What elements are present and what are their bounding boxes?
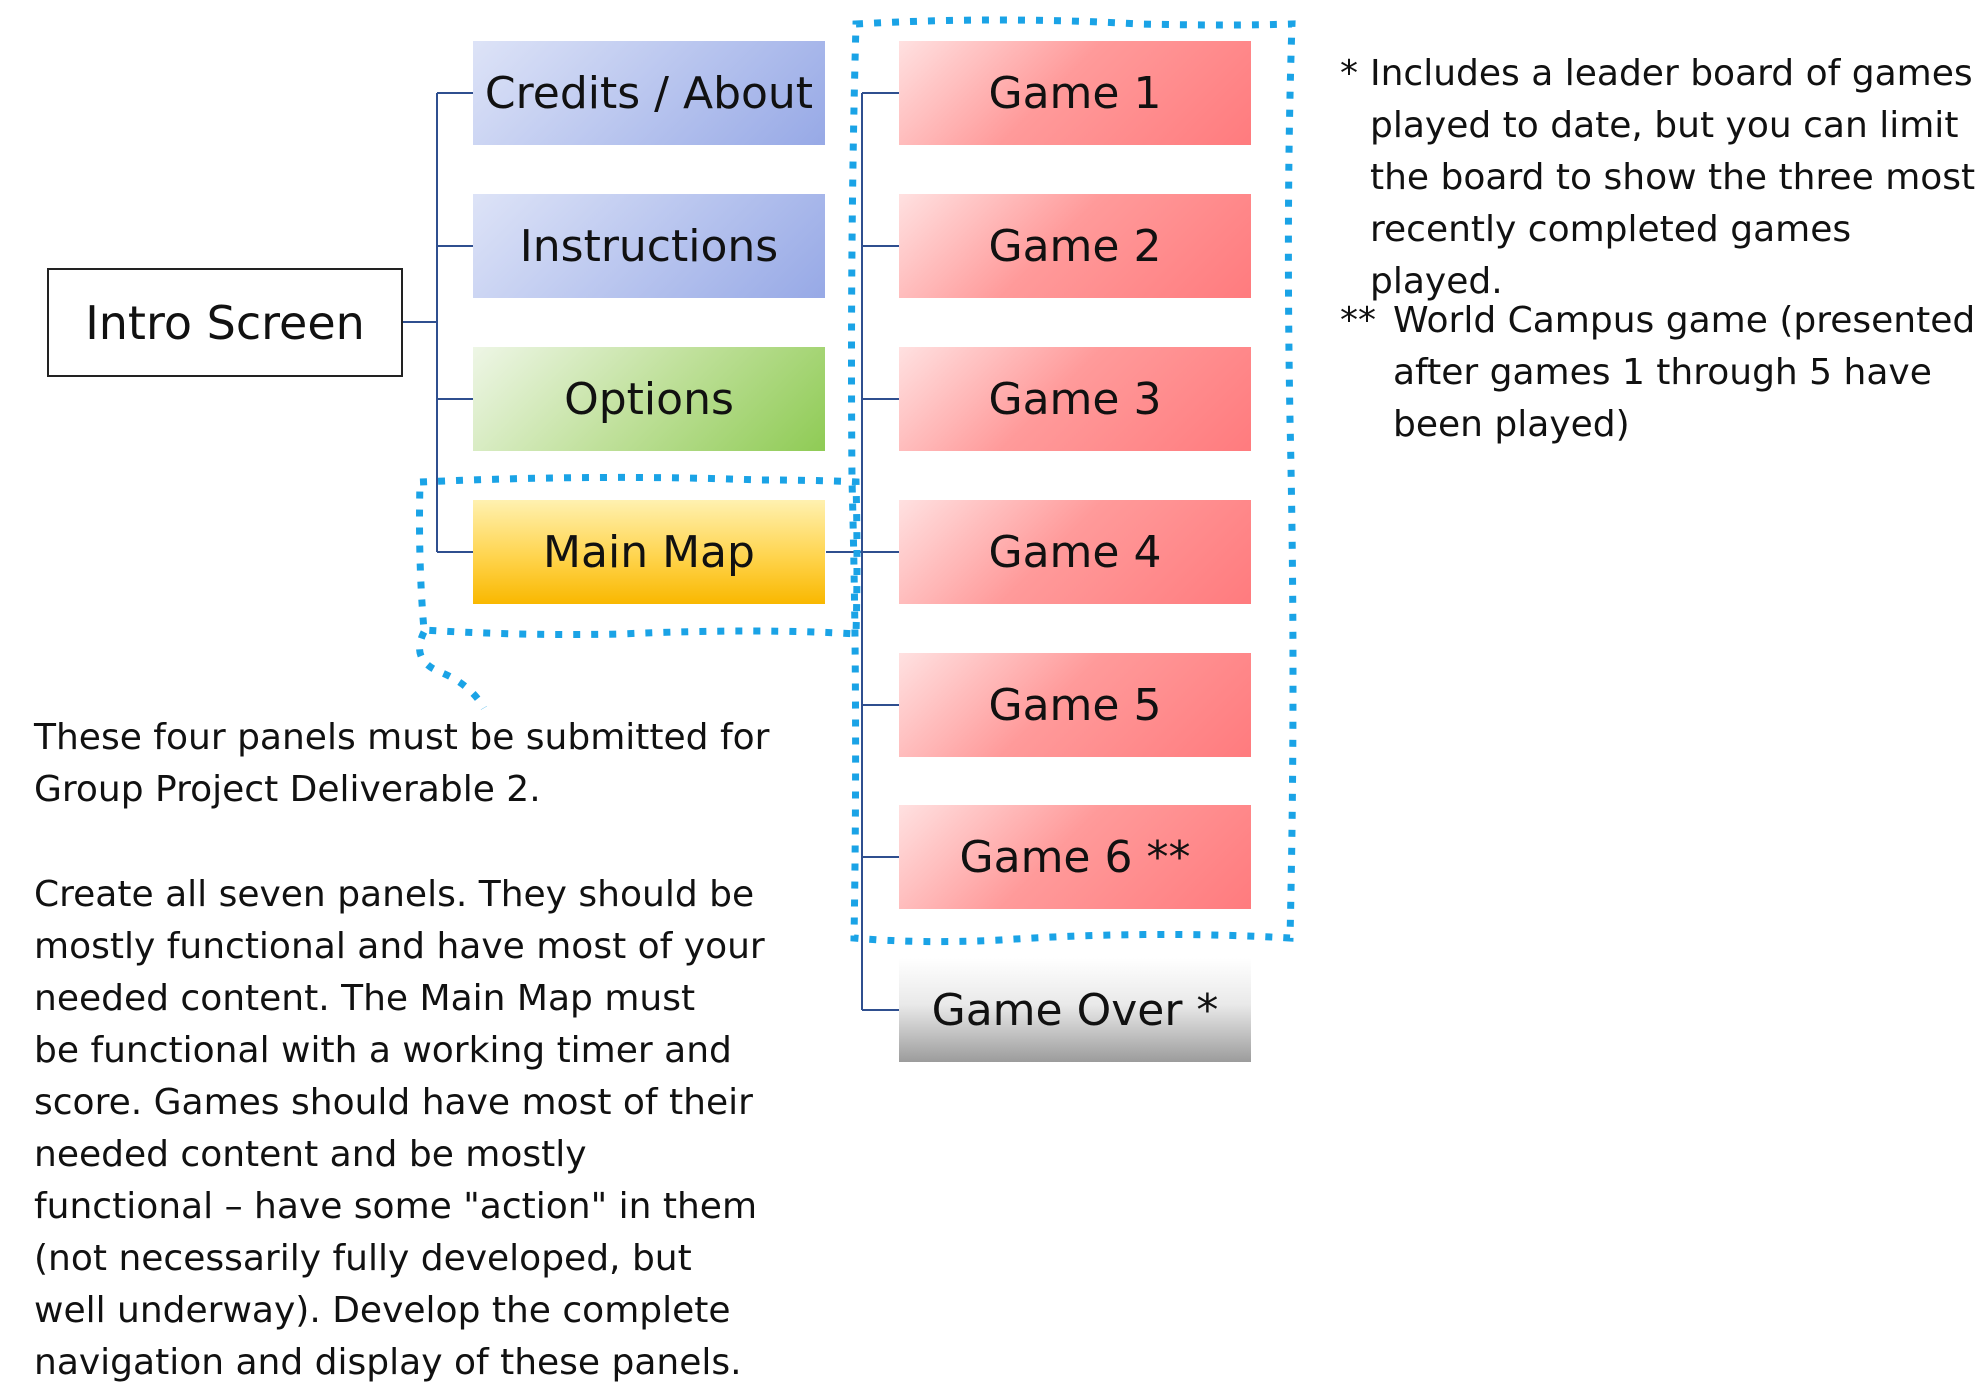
footnote-2-marker: **: [1340, 300, 1376, 341]
game-2-box: Game 2: [899, 194, 1251, 298]
deliverable-note: These four panels must be submitted for …: [34, 712, 769, 816]
footnote-1-line: recently completed games played.: [1370, 209, 1852, 302]
create-note-line: well underway). Develop the complete: [34, 1290, 731, 1331]
game-5-label: Game 5: [988, 679, 1162, 731]
game-2-label: Game 2: [988, 220, 1162, 272]
game-6-box: Game 6 **: [899, 805, 1251, 909]
create-note-line: needed content and be mostly: [34, 1134, 587, 1175]
game-5-box: Game 5: [899, 653, 1251, 757]
create-panels-note: Create all seven panels. They should be …: [34, 869, 765, 1389]
footnote-1-marker: *: [1340, 53, 1358, 94]
footnote-1: Includes a leader board of games played …: [1370, 48, 1986, 308]
create-note-line: navigation and display of these panels.: [34, 1342, 742, 1383]
game-4-label: Game 4: [988, 526, 1162, 578]
game-over-label: Game Over *: [931, 984, 1219, 1036]
footnote-1-line: played to date, but you can limit: [1370, 105, 1959, 146]
credits-about-label: Credits / About: [484, 67, 814, 119]
footnote-1-line: the board to show the three most: [1370, 157, 1976, 198]
instructions-box: Instructions: [473, 194, 825, 298]
footnote-1-line: Includes a leader board of games: [1370, 53, 1973, 94]
footnote-2-line: World Campus game (presented: [1393, 300, 1976, 341]
options-box: Options: [473, 347, 825, 451]
game-1-box: Game 1: [899, 41, 1251, 145]
create-note-line: be functional with a working timer and: [34, 1030, 732, 1071]
intro-screen-box: Intro Screen: [47, 268, 403, 377]
create-note-line: (not necessarily fully developed, but: [34, 1238, 692, 1279]
footnote-2-line: been played): [1393, 404, 1630, 445]
game-1-label: Game 1: [988, 67, 1162, 119]
create-note-line: score. Games should have most of their: [34, 1082, 753, 1123]
create-note-line: Create all seven panels. They should be: [34, 874, 755, 915]
footnote-2-line: after games 1 through 5 have: [1393, 352, 1932, 393]
credits-about-box: Credits / About: [473, 41, 825, 145]
main-map-box: Main Map: [473, 500, 825, 604]
deliverable-note-line: These four panels must be submitted for: [34, 717, 770, 758]
game-4-box: Game 4: [899, 500, 1251, 604]
game-3-box: Game 3: [899, 347, 1251, 451]
create-note-line: needed content. The Main Map must: [34, 978, 696, 1019]
game-3-label: Game 3: [988, 373, 1162, 425]
main-map-label: Main Map: [543, 526, 755, 578]
create-note-line: mostly functional and have most of your: [34, 926, 765, 967]
instructions-label: Instructions: [519, 220, 779, 272]
deliverable-note-line: Group Project Deliverable 2.: [34, 769, 541, 810]
create-note-line: functional – have some "action" in them: [34, 1186, 758, 1227]
game-over-box: Game Over *: [899, 958, 1251, 1062]
options-label: Options: [564, 373, 734, 425]
mainmap-pointer-tail: [416, 630, 488, 710]
intro-screen-label: Intro Screen: [85, 295, 365, 350]
game-6-label: Game 6 **: [959, 831, 1191, 883]
footnote-2: World Campus game (presented after games…: [1393, 295, 1975, 451]
games-dotted-outline: [848, 16, 1297, 946]
